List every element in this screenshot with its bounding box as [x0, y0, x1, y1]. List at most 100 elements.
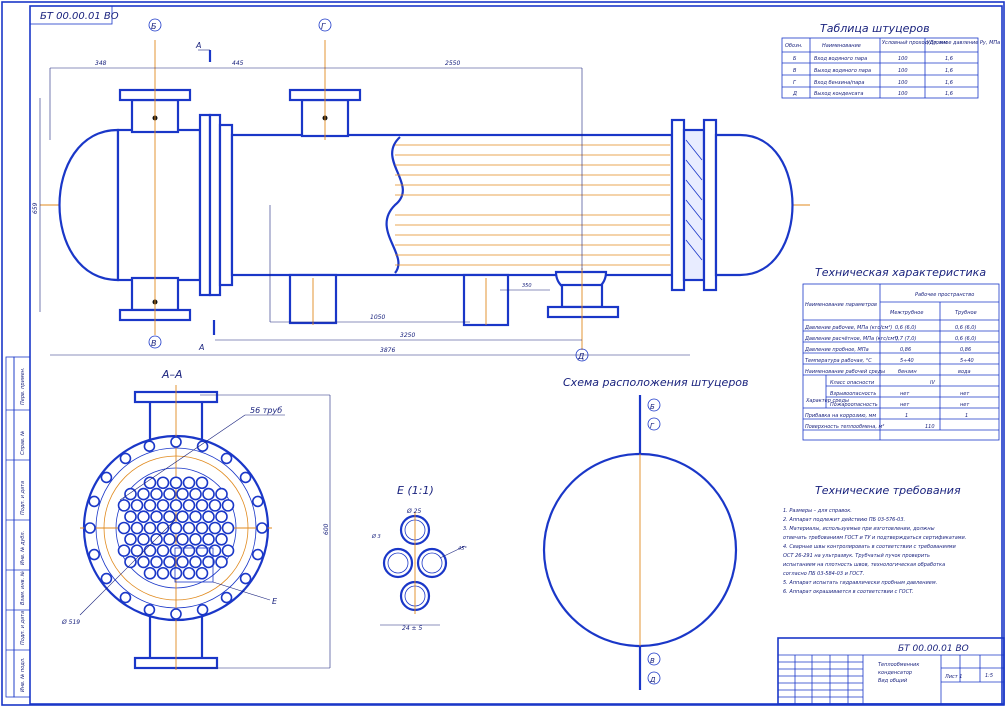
- tc-r7c2: нет: [960, 402, 970, 408]
- tube-hole: [150, 533, 163, 546]
- detail-e-title: Е (1:1): [397, 484, 434, 497]
- tube-hole: [143, 566, 157, 580]
- tc-r3c0: Температура рабочая, °С: [805, 358, 872, 364]
- nt-r2c3: 1,6: [945, 80, 953, 86]
- tube-hole: [176, 555, 189, 569]
- tube-hole: [169, 476, 183, 490]
- nt-r1c2: 100: [898, 68, 908, 74]
- tc-r4c1: бензин: [898, 369, 917, 375]
- tc-col1: Межтрубное: [890, 310, 923, 316]
- tube-hole: [163, 533, 176, 546]
- dia-label: Ø 519: [61, 619, 80, 626]
- tube-hole: [84, 522, 96, 534]
- tube-hole: [189, 555, 202, 569]
- tube-hole: [170, 608, 182, 620]
- tr-line-2: 3. Материалы, используемые при изготовле…: [783, 526, 935, 532]
- tube-hole: [215, 533, 228, 546]
- tc-col-main: Наименование параметров: [805, 302, 877, 308]
- tube-hole: [169, 521, 183, 535]
- tube-hole: [195, 566, 209, 580]
- tube-hole: [239, 471, 252, 484]
- tc-r8c1: 1: [905, 413, 908, 419]
- tube-hole: [156, 521, 170, 535]
- tube-hole: [182, 476, 196, 490]
- tube-hole: [156, 476, 170, 490]
- dim-d9: 600: [323, 523, 330, 535]
- side-stamp-5: Взам. инв. №: [20, 571, 26, 605]
- step-label: 24 ± 5: [402, 625, 422, 632]
- dim-d1: 348: [95, 60, 107, 67]
- tube-hole: [251, 548, 264, 561]
- nt-r2c2: 100: [898, 80, 908, 86]
- scheme-marker-b: Б: [650, 403, 655, 411]
- tc-side-label: Характер среды: [805, 398, 849, 404]
- marker-d-bottom: Д: [577, 352, 584, 361]
- nt-r1c0: В: [793, 68, 797, 74]
- scheme-marker-v: В: [650, 657, 655, 665]
- tc-r0c0: Давление рабочее, МПа (кгс/см²): [804, 325, 892, 331]
- section-arrow-top: А: [195, 41, 201, 50]
- pitch-label: Ø 25: [406, 508, 421, 515]
- detail-ref: Е: [272, 597, 278, 606]
- section-aa: А–А 600 56 труб Ø 519 Е: [61, 368, 331, 670]
- tc-r9c0: Поверхность теплообмена, м²: [805, 424, 884, 430]
- dim-d3: 2550: [445, 60, 460, 67]
- tube-hole: [88, 495, 101, 508]
- tb-sheet: Лист 1: [944, 674, 962, 680]
- tc-col-group: Рабочее пространство: [915, 292, 974, 298]
- dim-d6: 3876: [380, 347, 395, 354]
- tube-hole: [215, 555, 228, 569]
- tc-r5c0: Класс опасности: [830, 380, 875, 386]
- tc-r3c1: 5÷40: [900, 358, 914, 364]
- tube-hole: [208, 521, 222, 535]
- nt-h2: Условный проход Ду, мм: [882, 40, 947, 46]
- tube-hole: [88, 548, 101, 561]
- nt-r3c2: 100: [898, 91, 908, 97]
- nt-h1: Наименование: [822, 43, 861, 49]
- tube-hole: [176, 487, 189, 501]
- tc-r6c2: нет: [960, 391, 970, 397]
- top-stamp: БТ 00.00.01 ВО: [29, 5, 119, 25]
- tc-r5c1: IV: [930, 380, 935, 386]
- tube-hole: [163, 555, 176, 569]
- tube-hole: [195, 544, 209, 557]
- side-stamp-1: Перв. примен.: [20, 367, 26, 405]
- tc-rows: Давление рабочее, МПа (кгс/см²) 0,6 (6,0…: [803, 325, 999, 431]
- nozzle-scheme-title: Схема расположения штуцеров: [563, 376, 749, 389]
- tube-hole: [169, 544, 183, 557]
- tube-hole: [195, 521, 209, 535]
- tc-r7c0: Пожароопасность: [830, 402, 878, 408]
- tube-hole: [130, 544, 144, 557]
- shell: [230, 133, 674, 277]
- nozzle-table-title: Таблица штуцеров: [820, 22, 930, 35]
- tube-hole: [176, 533, 189, 546]
- tb-designation: БТ 00.00.01 ВО: [898, 644, 969, 654]
- side-stamp-6: Подп. и дата: [20, 611, 26, 645]
- tr-line-6: испытанием на плотность швов, технологич…: [783, 562, 945, 568]
- left-head: [58, 128, 120, 282]
- tube-hole: [117, 499, 131, 512]
- tube-hole: [117, 521, 131, 535]
- tube-hole: [202, 487, 215, 501]
- tube-hole: [221, 499, 235, 512]
- tr-line-4: 4. Сварные швы контролировать в соответс…: [783, 544, 957, 550]
- side-stamp-4: Инв. № дубл.: [20, 531, 26, 565]
- tube-hole: [163, 510, 176, 523]
- tc-r2c2: 0,86: [960, 347, 971, 353]
- tube-hole: [215, 510, 228, 523]
- tc-r1c2: 0,6 (6,0): [955, 336, 976, 342]
- tube-hole: [150, 487, 163, 501]
- nt-r0c2: 100: [898, 56, 908, 62]
- nozzle-table: Таблица штуцеров Обозн. Наименование Усл…: [781, 22, 1000, 99]
- tc-r2c0: Давление пробное, МПа: [804, 347, 869, 353]
- tr-line-8: 5. Аппарат испытать гидравлически пробны…: [783, 580, 937, 586]
- nt-h3: Условное давление Ру, МПа: [927, 40, 1000, 46]
- nt-r3c0: Д: [792, 91, 797, 97]
- scheme-marker-g: Г: [650, 422, 655, 430]
- tc-r8c2: 1: [965, 413, 968, 419]
- tube-hole: [195, 499, 209, 512]
- tube-hole: [202, 533, 215, 546]
- tc-r9c1: 110: [925, 424, 935, 430]
